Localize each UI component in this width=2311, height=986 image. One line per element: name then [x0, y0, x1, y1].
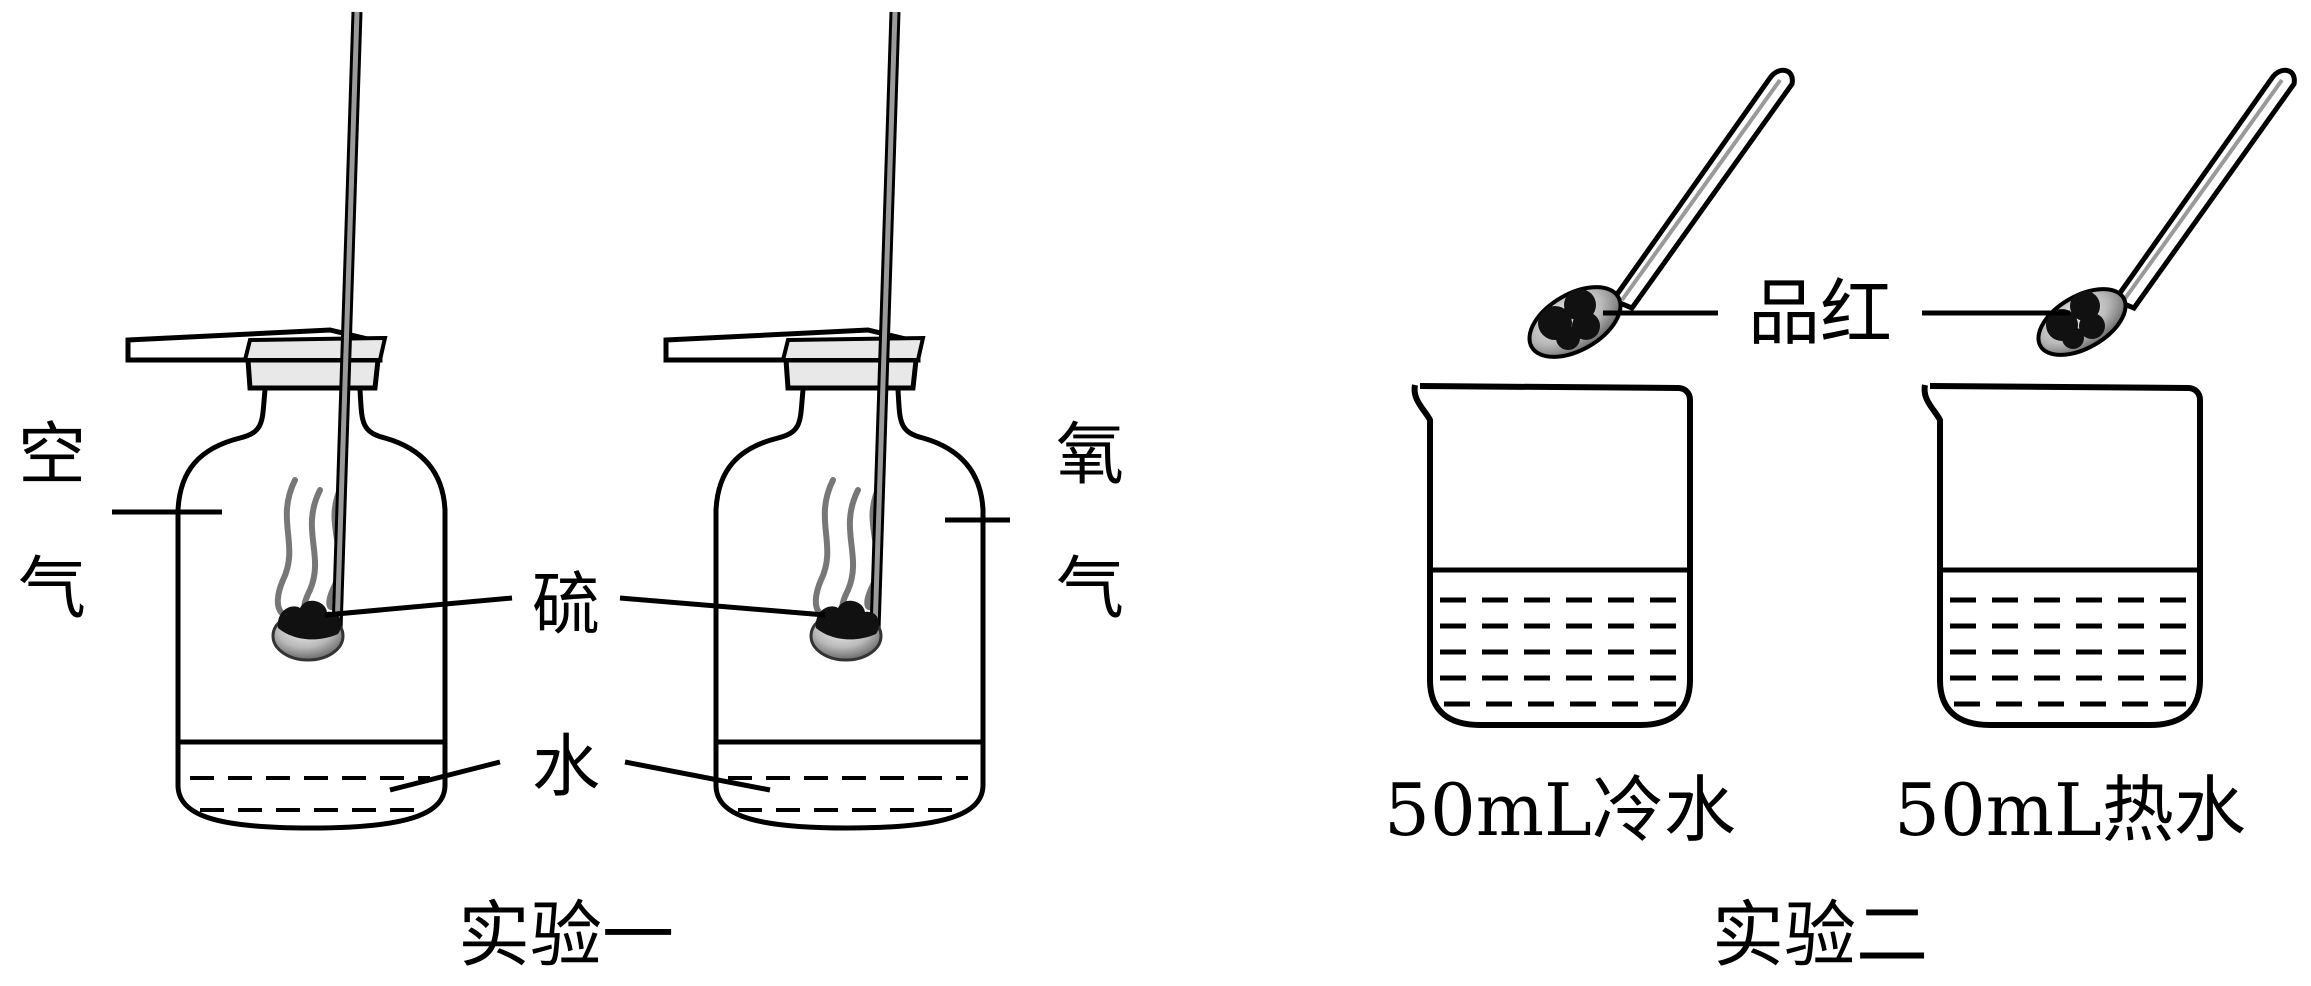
- left-combustion-spoon-rod-core: [334, 11, 360, 631]
- oxygen-label-char-1: 氧: [1056, 416, 1124, 495]
- hot-beaker-label: 50mL热水: [1894, 768, 2246, 852]
- right-dye-spoon: [2036, 67, 2297, 357]
- dye-label: 品红: [1748, 271, 1892, 355]
- water-leader-line-left: [389, 759, 501, 793]
- air-label-char-2: 气: [18, 550, 86, 629]
- right-stopper: [780, 335, 926, 362]
- left-gas-bottle: [125, 11, 448, 831]
- water-label: 水: [532, 728, 600, 807]
- sulfur-label: 硫: [532, 566, 600, 645]
- cold-beaker-label: 50mL冷水: [1384, 768, 1736, 852]
- left-stopper: [242, 335, 388, 362]
- experiment-two-caption: 实验二: [1712, 893, 1928, 977]
- right-sulfur-lump: [815, 600, 880, 640]
- cold-beaker-outline: [1411, 383, 1693, 728]
- hot-beaker-outline: [1921, 383, 2203, 728]
- left-bottle-body: [175, 389, 448, 831]
- right-smoke-icon: [812, 477, 883, 618]
- oxygen-label-char-2: 气: [1056, 550, 1124, 629]
- left-sulfur-lump: [277, 600, 342, 640]
- cold-water-beaker: [1411, 383, 1693, 728]
- right-bottle-neck: [783, 357, 919, 391]
- left-smoke-icon: [274, 477, 345, 618]
- air-label-char-1: 空: [18, 416, 86, 495]
- sulfur-leader-line-left: [324, 595, 513, 618]
- left-dye-particles: [1538, 289, 1600, 350]
- experiment-one-caption: 实验一: [458, 893, 674, 977]
- water-leader-line-right: [624, 759, 771, 793]
- left-bottle-neck: [245, 357, 381, 391]
- right-bottle-body: [713, 389, 986, 831]
- sulfur-leader-line-right: [619, 595, 826, 618]
- hot-beaker-water-dashes: [1950, 597, 2190, 707]
- hot-water-beaker: [1921, 383, 2203, 728]
- right-gas-bottle: [663, 11, 986, 831]
- right-dye-particles: [2046, 291, 2105, 349]
- cold-beaker-water-dashes: [1440, 597, 1680, 707]
- right-combustion-spoon-rod-core: [872, 11, 898, 631]
- left-dye-spoon: [1527, 67, 1795, 359]
